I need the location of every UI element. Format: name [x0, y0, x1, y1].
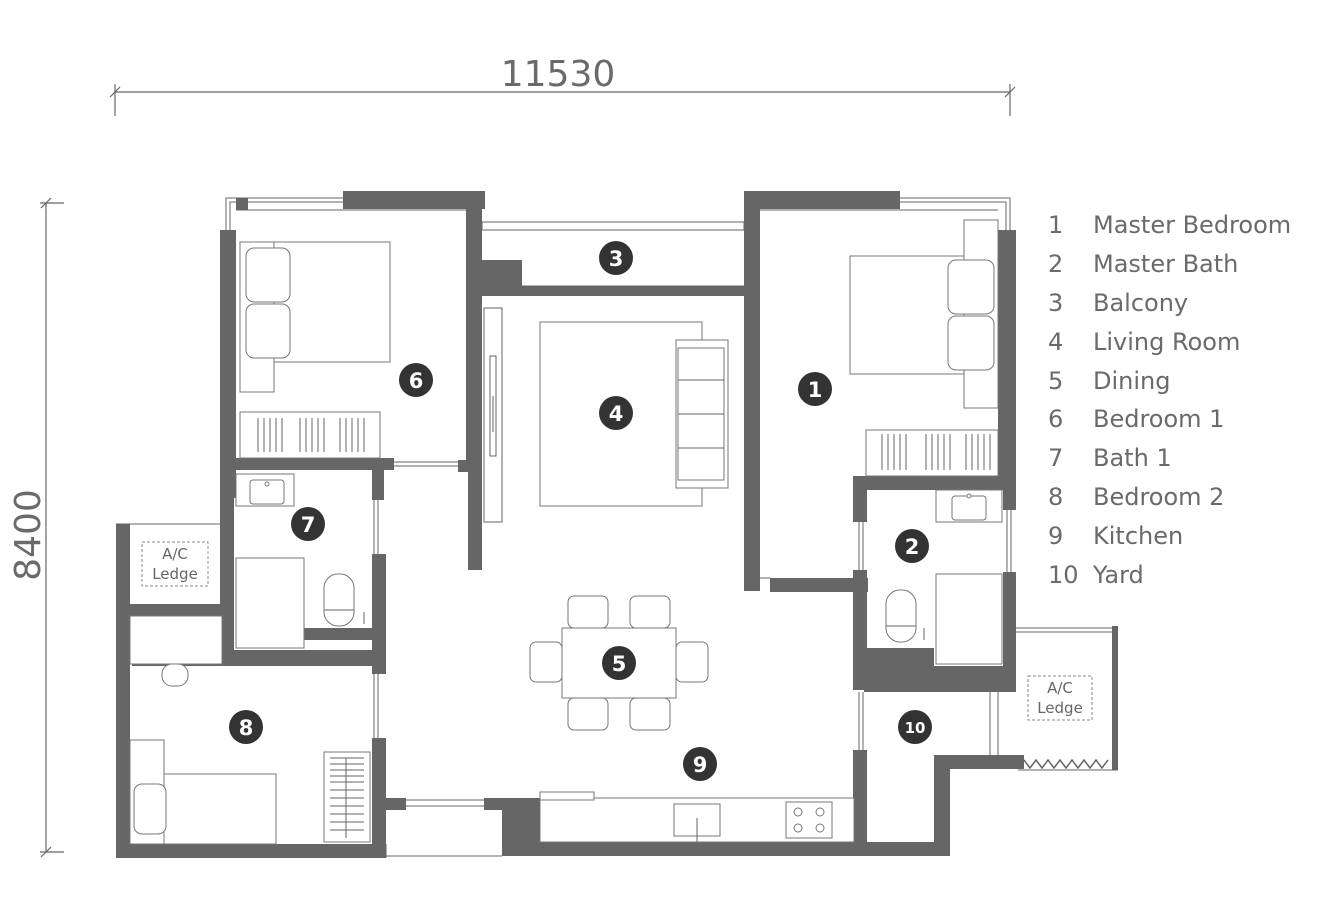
legend-number: 3 — [1048, 288, 1064, 317]
legend-number: 6 — [1048, 405, 1064, 434]
kitchen-counter — [539, 791, 855, 843]
room-marker-10: 10 — [898, 710, 932, 744]
room-marker-5: 5 — [602, 646, 636, 680]
svg-text:9: 9 — [693, 753, 708, 777]
legend-item: 6 Bedroom 1 — [1048, 400, 1313, 439]
legend-name: Bedroom 2 — [1093, 482, 1225, 511]
svg-text:3: 3 — [609, 247, 624, 271]
legend-name: Yard — [1093, 560, 1144, 589]
svg-text:8: 8 — [239, 716, 254, 740]
room-marker-4: 4 — [599, 396, 633, 430]
legend-number: 10 — [1048, 560, 1079, 589]
legend-name: Balcony — [1093, 288, 1189, 317]
width-dimension: 11530 — [109, 54, 1016, 116]
legend-item: 9 Kitchen — [1048, 516, 1313, 555]
legend-number: 8 — [1048, 482, 1064, 511]
legend-number: 2 — [1048, 250, 1064, 279]
legend-item: 4 Living Room — [1048, 322, 1313, 361]
ac-ledge-right: A/C Ledge — [1027, 675, 1093, 721]
height-dimension: 8400 — [8, 197, 64, 858]
ac-ledge-right-line2: Ledge — [1037, 699, 1083, 717]
room-marker-7: 7 — [291, 507, 325, 541]
room-marker-9: 9 — [683, 747, 717, 781]
width-dimension-label: 11530 — [501, 54, 616, 95]
legend-name: Master Bath — [1093, 250, 1239, 279]
living-furniture — [539, 321, 729, 507]
bedroom1-furniture — [239, 241, 391, 459]
legend-item: 1 Master Bedroom — [1048, 206, 1313, 245]
height-dimension-label: 8400 — [8, 489, 49, 581]
legend-item: 2 Master Bath — [1048, 245, 1313, 284]
svg-text:2: 2 — [905, 535, 920, 559]
legend-name: Dining — [1093, 366, 1171, 395]
dining-furniture — [529, 595, 709, 731]
ac-ledge-left-line2: Ledge — [152, 565, 198, 583]
legend-name: Master Bedroom — [1093, 211, 1292, 240]
legend-number: 1 — [1048, 211, 1064, 240]
master-bath-fixtures — [885, 489, 1003, 665]
bath1-fixtures — [235, 473, 365, 649]
legend-number: 9 — [1048, 521, 1064, 550]
legend-number: 4 — [1048, 327, 1064, 356]
legend-number: 5 — [1048, 366, 1064, 395]
legend-name: Bath 1 — [1093, 444, 1172, 473]
room-marker-1: 1 — [798, 372, 832, 406]
room-legend: 1 Master Bedroom 2 Master Bath 3 Balcony… — [1048, 206, 1313, 594]
room-marker-2: 2 — [895, 529, 929, 563]
ac-ledge-left: A/C Ledge — [141, 541, 209, 587]
legend-item: 8 Bedroom 2 — [1048, 478, 1313, 517]
walls — [116, 191, 1118, 858]
legend-name: Bedroom 1 — [1093, 405, 1225, 434]
thin-details — [116, 197, 1118, 858]
ac-grille-right — [1018, 758, 1118, 771]
svg-text:1: 1 — [808, 378, 823, 402]
room-marker-6: 6 — [399, 363, 433, 397]
legend-name: Living Room — [1093, 327, 1241, 356]
legend-name: Kitchen — [1093, 521, 1184, 550]
svg-text:7: 7 — [301, 513, 316, 537]
ac-ledge-left-line1: A/C — [162, 545, 188, 563]
legend-item: 5 Dining — [1048, 361, 1313, 400]
legend-item: 7 Bath 1 — [1048, 439, 1313, 478]
svg-text:6: 6 — [409, 369, 424, 393]
room-marker-8: 8 — [229, 710, 263, 744]
svg-text:5: 5 — [612, 652, 627, 676]
master-bedroom-furniture — [849, 219, 999, 477]
bedroom2-furniture — [129, 615, 371, 845]
svg-text:4: 4 — [609, 402, 624, 426]
ac-ledge-right-line1: A/C — [1047, 679, 1073, 697]
svg-text:10: 10 — [905, 719, 926, 737]
legend-item: 3 Balcony — [1048, 284, 1313, 323]
legend-item: 10 Yard — [1048, 555, 1313, 594]
legend-number: 7 — [1048, 444, 1064, 473]
room-marker-3: 3 — [599, 241, 633, 275]
